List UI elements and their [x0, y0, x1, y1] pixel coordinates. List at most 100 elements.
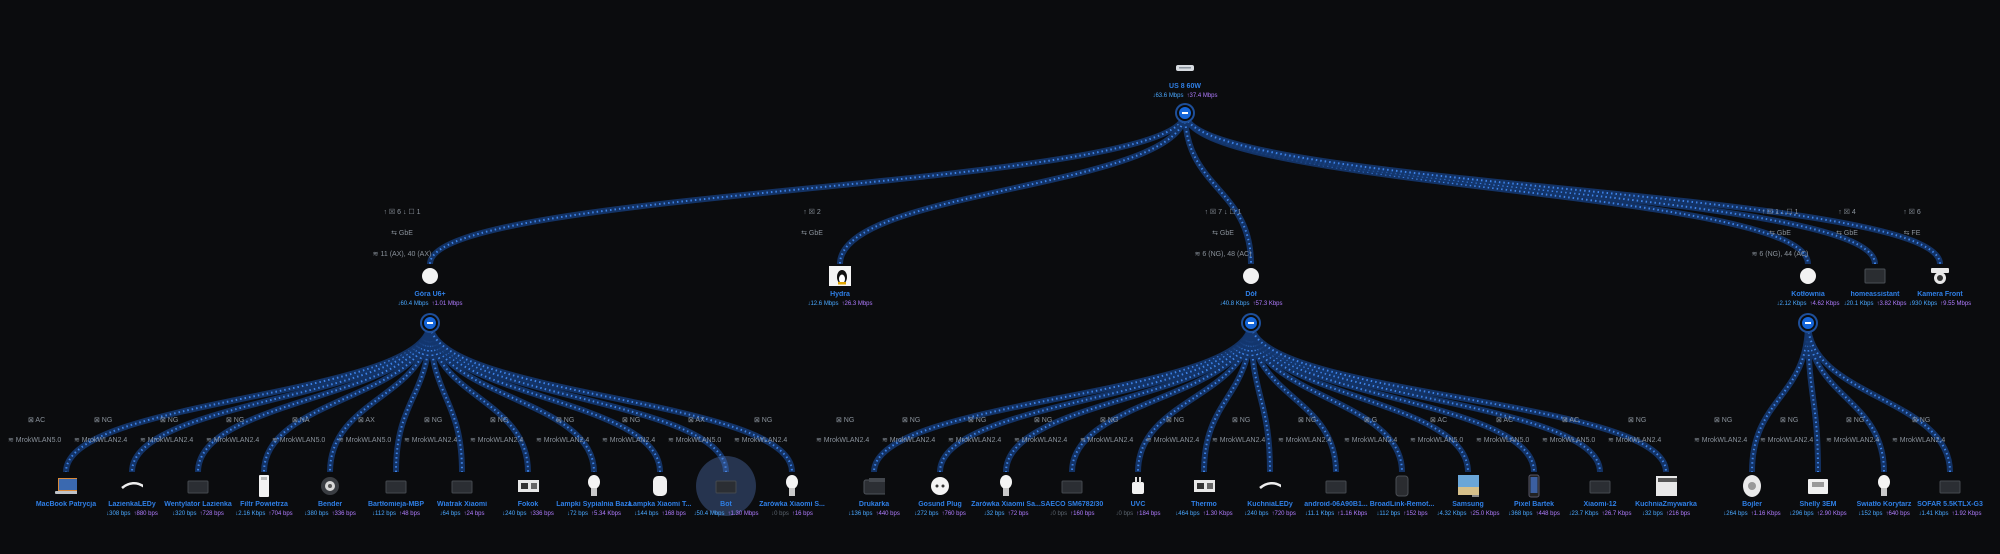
client-24-node[interactable]: KuchniaZmywarka↓32 bps↑216 bps [1606, 475, 1726, 517]
root-collapse-button[interactable] [1177, 105, 1193, 121]
mid-2-download-rate: ↓40.8 Kbps [1219, 301, 1250, 307]
plug-icon [929, 475, 951, 497]
mid-1-name[interactable]: Hydra [830, 291, 850, 298]
mid-4-node[interactable]: homeassistant↓20.1 Kbps↑3.82 Kbps [1815, 265, 1935, 307]
client-28-upload-rate: ↑1.92 Kbps [1951, 511, 1982, 517]
mid-3-node[interactable]: Kotłownia↓2.12 Kbps↑4.62 Kbps [1748, 265, 1868, 307]
ap-icon [1240, 265, 1262, 287]
client-27-throughput: ↓152 bps↑640 bps [1824, 511, 1944, 517]
client-25-node[interactable]: Bojler↓264 bps↑1.16 Kbps [1692, 475, 1812, 517]
leaf-14-protocol: ⊠ NG [968, 417, 987, 424]
leaf-20-protocol: ⊠ G [1364, 417, 1378, 424]
device-icon [1325, 475, 1347, 497]
mid-3-collapse-button[interactable] [1800, 315, 1816, 331]
client-7-node[interactable]: Fokok↓240 bps↑336 bps [468, 475, 588, 517]
leaf-12-protocol: ⊠ NG [836, 417, 855, 424]
client-2-throughput: ↓320 bps↑728 bps [138, 511, 258, 517]
client-4-node[interactable]: Bender↓380 bps↑336 bps [270, 475, 390, 517]
client-22-node[interactable]: Pixel Bartek↓368 bps↑448 bps [1474, 474, 1594, 517]
client-10-node[interactable]: Bot↓50.4 Mbps↑1.30 Mbps [666, 475, 786, 517]
mid-3-ports: ↑ ☒ 1 ↓ ☐ 1 [1761, 209, 1799, 216]
root-switch-name[interactable]: US 8 60W [1169, 83, 1201, 90]
client-15-node[interactable]: SAECO SM6782/30↓0 bps↑160 bps [1012, 475, 1132, 517]
client-17-node[interactable]: Thermo↓464 bps↑1.30 Kbps [1144, 475, 1264, 517]
client-15-upload-rate: ↑160 bps [1070, 511, 1095, 517]
leaf-22-protocol: ⊠ AC [1496, 417, 1514, 424]
client-17-throughput: ↓464 bps↑1.30 Kbps [1144, 511, 1264, 517]
client-11-download-rate: ↓0 bps [771, 511, 789, 517]
client-22-download-rate: ↓368 bps [1508, 511, 1533, 517]
client-26-node[interactable]: Shelly 3EM↓296 bps↑2.90 Kbps [1758, 475, 1878, 517]
leaf-5-ssid: ≋ MrokWLAN5.0 [338, 437, 392, 444]
mid-0-collapse-button[interactable] [422, 315, 438, 331]
client-11-node[interactable]: Żarówka Xiaomi S...↓0 bps↑16 bps [732, 475, 852, 517]
uplink-0 [429, 112, 1186, 265]
leaf-link-11 [429, 322, 793, 473]
client-2-node[interactable]: Wentylator Lazienka↓320 bps↑728 bps [138, 475, 258, 517]
bulb-icon [781, 475, 803, 497]
mid-2-collapse-button[interactable] [1243, 315, 1259, 331]
mid-2-name[interactable]: Dół [1245, 291, 1257, 298]
client-1-node[interactable]: LazienkaLEDy↓308 bps↑880 bps [72, 475, 192, 517]
client-26-upload-rate: ↑2.90 Kbps [1816, 511, 1847, 517]
device-icon [1589, 475, 1611, 497]
leaf-0-ssid: ≋ MrokWLAN5.0 [8, 437, 62, 444]
leaf-24-protocol: ⊠ NG [1628, 417, 1647, 424]
client-23-throughput: ↓23.7 Kbps↑26.7 Kbps [1540, 511, 1660, 517]
root-switch-node[interactable]: US 8 60W↓63.6 Mbps↑37.4 Mbps [1125, 57, 1245, 99]
leaf-12-ssid: ≋ MrokWLAN2.4 [816, 437, 870, 444]
client-9-node[interactable]: Lampka Xiaomi T...↓144 bps↑168 bps [600, 475, 720, 517]
client-5-node[interactable]: Bartłomieja-MBP↓112 bps↑48 bps [336, 475, 456, 517]
client-23-node[interactable]: Xiaomi-12↓23.7 Kbps↑26.7 Kbps [1540, 475, 1660, 517]
device-icon [1061, 475, 1083, 497]
leaf-15-protocol: ⊠ NG [1034, 417, 1053, 424]
client-13-node[interactable]: Gosund Plug↓272 bps↑760 bps [880, 475, 1000, 517]
uplink-4 [1184, 112, 1876, 265]
leaf-link-15 [1071, 322, 1252, 473]
client-28-name[interactable]: SOFAR 5.5KTLX-G3 [1917, 501, 1983, 508]
leaf-17-ssid: ≋ MrokWLAN2.4 [1146, 437, 1200, 444]
leaf-16-protocol: ⊠ NG [1100, 417, 1119, 424]
client-27-node[interactable]: Światło Korytarz↓152 bps↑640 bps [1824, 475, 1944, 517]
mid-5-node[interactable]: Kamera Front↓930 Kbps↑9.55 Mbps [1880, 265, 2000, 307]
leaf-1-ssid: ≋ MrokWLAN2.4 [74, 437, 128, 444]
mid-2-node[interactable]: Dół↓40.8 Kbps↑57.3 Kbps [1191, 265, 1311, 307]
client-14-throughput: ↓32 bps↑72 bps [946, 511, 1066, 517]
mid-0-node[interactable]: Góra U6+↓60.4 Mbps↑1.01 Mbps [370, 265, 490, 307]
leaf-7-protocol: ⊠ NG [490, 417, 509, 424]
leaf-24-ssid: ≋ MrokWLAN2.4 [1608, 437, 1662, 444]
client-12-node[interactable]: Drukarka↓136 bps↑440 bps [814, 475, 934, 517]
leaf-link-2 [197, 322, 431, 473]
client-25-download-rate: ↓264 bps [1723, 511, 1748, 517]
client-19-node[interactable]: android-06A90B1...↓11.1 Kbps↑1.16 Kbps [1276, 475, 1396, 517]
vacuum-icon [319, 475, 341, 497]
mid-1-node[interactable]: Hydra↓12.6 Mbps↑26.3 Mbps [780, 265, 900, 307]
mid-4-download-rate: ↓20.1 Kbps [1843, 301, 1874, 307]
client-6-node[interactable]: Wiatrak Xiaomi↓64 bps↑24 bps [402, 475, 522, 517]
client-8-upload-rate: ↑5.34 Kbps [590, 511, 622, 517]
mid-0-name[interactable]: Góra U6+ [414, 291, 446, 298]
client-14-upload-rate: ↑72 bps [1007, 511, 1029, 517]
client-16-node[interactable]: UVC↓0 bps↑184 bps [1078, 475, 1198, 517]
client-18-node[interactable]: KuchniaLEDy↓240 bps↑720 bps [1210, 475, 1330, 517]
client-28-node[interactable]: SOFAR 5.5KTLX-G3↓1.41 Kbps↑1.92 Kbps [1890, 475, 2000, 517]
bulb-icon [995, 475, 1017, 497]
client-3-throughput: ↓2.16 Kbps↑704 bps [204, 511, 324, 517]
client-4-throughput: ↓380 bps↑336 bps [270, 511, 390, 517]
client-21-node[interactable]: Samsung↓4.32 Kbps↑25.0 Kbps [1408, 475, 1528, 517]
client-14-node[interactable]: Żarówka Xiaomi Sa...↓32 bps↑72 bps [946, 475, 1066, 517]
client-3-node[interactable]: Filtr Powietrza↓2.16 Kbps↑704 bps [204, 475, 324, 517]
mid-5-name[interactable]: Kamera Front [1917, 291, 1963, 298]
leaf-7-ssid: ≋ MrokWLAN2.4 [470, 437, 524, 444]
leaf-28-protocol: ⊠ NG [1912, 417, 1931, 424]
dishwasher-icon [1655, 475, 1677, 497]
leaf-27-protocol: ⊠ NG [1846, 417, 1865, 424]
leaf-0-protocol: ⊠ AC [28, 417, 46, 424]
mid-3-download-rate: ↓2.12 Kbps [1776, 301, 1807, 307]
client-0-node[interactable]: MacBook Patrycja [6, 475, 126, 517]
uplink-3-glow [1182, 112, 1811, 265]
client-20-node[interactable]: BroadLink-Remot...↓112 bps↑152 bps [1342, 475, 1462, 517]
phone-icon [1523, 474, 1545, 498]
leaf-13-ssid: ≋ MrokWLAN2.4 [882, 437, 936, 444]
client-8-node[interactable]: Lampki Sypialnia Baza↓72 bps↑5.34 Kbps [534, 475, 654, 517]
